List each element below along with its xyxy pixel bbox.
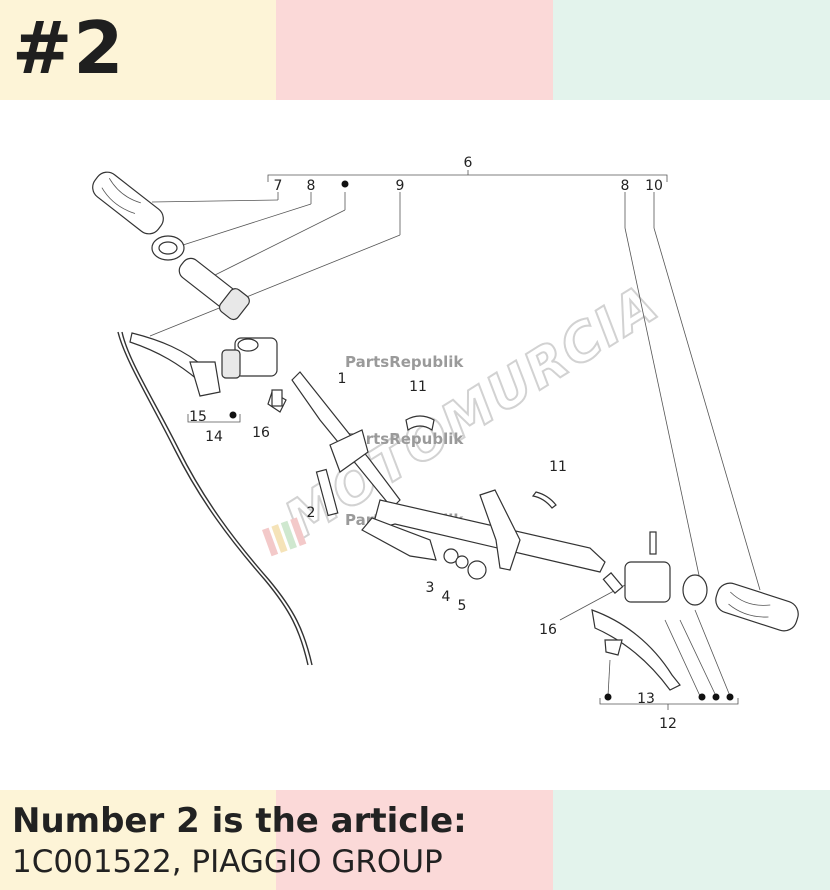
clip-11-upper xyxy=(405,415,435,431)
caption-title: Number 2 is the article: xyxy=(12,801,467,841)
label-1: 1 xyxy=(338,371,347,387)
band-pink xyxy=(276,0,553,100)
right-ring xyxy=(682,574,708,606)
label-8-left: 8 xyxy=(307,178,316,194)
label-8-right: 8 xyxy=(621,178,630,194)
watermark-brand-2: PartsRepublik xyxy=(345,430,464,448)
label-12: 12 xyxy=(659,716,677,732)
watermark-brand-1: PartsRepublik xyxy=(345,353,464,371)
handlebar-main-tube xyxy=(291,371,606,573)
label-3: 3 xyxy=(426,580,435,596)
watermark-stripes xyxy=(262,517,307,557)
label-11-upper: 11 xyxy=(409,379,427,395)
nut-5 xyxy=(467,560,487,580)
brake-cable xyxy=(117,331,309,666)
label-9: 9 xyxy=(396,178,405,194)
label-11-lower: 11 xyxy=(549,459,567,475)
washer-4 xyxy=(455,555,469,569)
bolt-left xyxy=(271,389,283,407)
bottom-color-band xyxy=(0,790,830,890)
caption: Number 2 is the article: 1C001522, PIAGG… xyxy=(12,800,467,882)
label-16-right: 16 xyxy=(539,622,557,638)
left-grip xyxy=(92,171,164,235)
band-yellow-bottom xyxy=(0,790,276,890)
label-10: 10 xyxy=(645,178,663,194)
bracket-6 xyxy=(267,170,668,182)
bracket-12 xyxy=(599,698,739,710)
label-16-left: 16 xyxy=(252,425,270,441)
bolt-right xyxy=(602,572,624,594)
band-pink-bottom xyxy=(276,790,553,890)
right-grip xyxy=(715,582,799,632)
right-brake-lever xyxy=(591,609,681,691)
label-14: 14 xyxy=(205,429,223,445)
band-mint xyxy=(553,0,830,100)
label-2: 2 xyxy=(307,505,316,521)
item-number-badge: #2 xyxy=(12,6,125,90)
top-color-band xyxy=(0,0,830,100)
band-yellow xyxy=(0,0,276,100)
clip-11-lower xyxy=(531,491,557,509)
right-master-cylinder xyxy=(624,531,671,603)
throttle-tube xyxy=(178,257,250,321)
washer-3 xyxy=(443,548,459,564)
bracket-14 xyxy=(187,414,241,423)
marker-dots xyxy=(229,180,734,701)
caption-article: 1C001522, PIAGGIO GROUP xyxy=(12,844,443,880)
left-brake-lever xyxy=(129,332,221,397)
label-4: 4 xyxy=(442,589,451,605)
label-13: 13 xyxy=(637,691,655,707)
parts-diagram: MOTOMURCIA PartsRepublik PartsRepublik P… xyxy=(92,155,799,732)
left-master-cylinder xyxy=(221,337,278,379)
label-7: 7 xyxy=(274,178,283,194)
band-mint-bottom xyxy=(553,790,830,890)
label-6: 6 xyxy=(464,155,473,171)
label-5: 5 xyxy=(458,598,467,614)
label-15: 15 xyxy=(189,409,207,425)
